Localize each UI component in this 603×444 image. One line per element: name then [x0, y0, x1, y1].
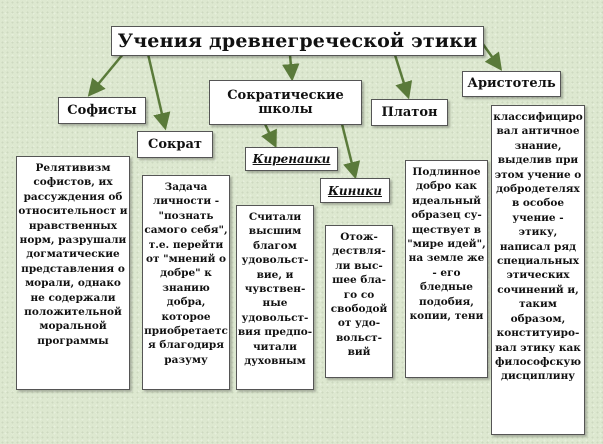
aristotle-name: Аристотель [467, 76, 556, 91]
plato-header: Платон [371, 99, 448, 126]
cyrenaics-header: Киренаики [245, 147, 338, 171]
aristotle-description: классифициро вал античное знание, выдели… [493, 111, 583, 383]
cyrenaics-name: Киренаики [252, 152, 331, 166]
socrates-name: Сократ [148, 136, 202, 152]
socrates-description-box: Задача личности - "познать самого себя",… [142, 175, 230, 390]
sophists-description-box: Релятивизм софистов, их рассуждения об о… [16, 156, 130, 390]
cyrenaics-description-box: Считали высшим благом удовольст-вие, и ч… [236, 205, 314, 390]
plato-name: Платон [381, 104, 438, 120]
arrow-to-cynics [340, 123, 361, 180]
cyrenaics-description: Считали высшим благом удовольст-вие, и ч… [237, 211, 313, 368]
socrates-description: Задача личности - "познать самого себя",… [144, 181, 228, 366]
socrates-header: Сократ [137, 131, 213, 158]
arrow-to-socratic-schools [282, 54, 300, 82]
aristotle-header: Аристотель [462, 71, 561, 97]
plato-description: Подлинное добро как идеальный образец су… [407, 166, 486, 323]
plato-description-box: Подлинное добро как идеальный образец су… [405, 160, 488, 378]
diagram-title-text: Учения древнегреческой этики [117, 30, 478, 52]
cynics-header: Киники [320, 178, 390, 203]
cynics-description: Отож-дествля-ли выс-шее бла-го со свобод… [330, 231, 388, 359]
arrow-to-plato [393, 54, 413, 100]
cynics-name: Киники [328, 183, 382, 198]
arrow-to-socrates [146, 53, 171, 131]
sophists-description: Релятивизм софистов, их рассуждения об о… [18, 162, 128, 347]
socratic-schools-header: Сократические школы [209, 80, 362, 125]
sophists-header: Софисты [58, 97, 146, 124]
arrow-to-cyrenaics [261, 123, 277, 149]
socratic-schools-name: Сократические школы [227, 87, 344, 117]
aristotle-description-box: классифициро вал античное знание, выдели… [491, 105, 585, 435]
sophists-name: Софисты [67, 102, 137, 118]
diagram-title: Учения древнегреческой этики [111, 26, 484, 56]
cynics-description-box: Отож-дествля-ли выс-шее бла-го со свобод… [325, 225, 393, 378]
